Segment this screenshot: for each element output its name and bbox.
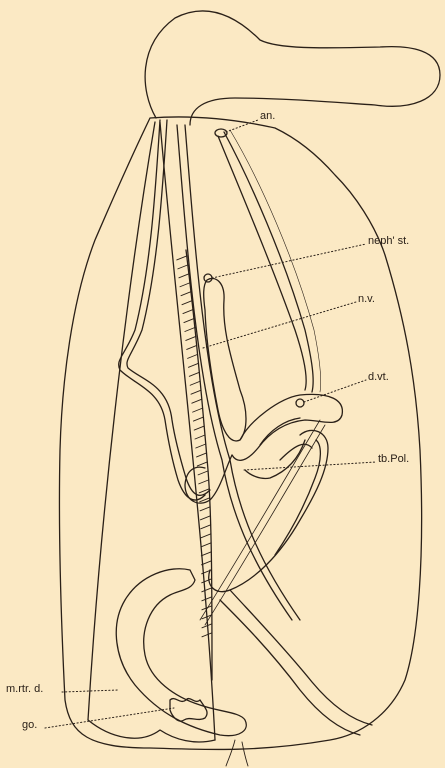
- nerve-tick: [201, 534, 211, 538]
- leader-tb-pol: [244, 462, 376, 470]
- nerve-tick: [200, 516, 210, 520]
- nerve-tick: [187, 345, 197, 349]
- leader-nv: [203, 302, 356, 348]
- rectum-outer: [218, 136, 306, 390]
- leader-lines: [45, 120, 376, 728]
- nephridium: [204, 278, 246, 441]
- nerve-tick: [202, 588, 212, 592]
- nerve-tick: [202, 633, 212, 637]
- nerve-tick: [193, 408, 203, 412]
- nerve-tick: [201, 525, 211, 529]
- retractor-strand-2: [205, 425, 325, 625]
- nerve-tick: [177, 256, 187, 260]
- label-go: go.: [22, 720, 37, 731]
- lower-loop-right: [220, 600, 360, 735]
- label-nv: n.v.: [358, 294, 375, 305]
- label-tb-pol: tb.Pol.: [378, 454, 409, 465]
- nerve-tick: [197, 453, 207, 457]
- dorsal-vessel-end: [296, 399, 304, 407]
- nerve-tick: [186, 336, 196, 340]
- nerve-tick: [195, 435, 205, 439]
- proboscis: [145, 11, 440, 125]
- nerve-tick: [193, 417, 203, 421]
- nerve-tick: [185, 327, 195, 331]
- nerve-tick: [182, 301, 192, 305]
- nerve-tick: [197, 462, 207, 466]
- retractor-strand-1: [200, 420, 320, 620]
- label-an: an.: [260, 111, 275, 122]
- nerve-tick: [202, 579, 212, 583]
- nerve-tick: [199, 480, 209, 484]
- nerve-tick: [191, 390, 201, 394]
- nerve-tick: [183, 310, 193, 314]
- nerve-tick: [201, 543, 211, 547]
- nerve-tick: [184, 319, 194, 323]
- label-neph-st: neph' st.: [368, 236, 409, 247]
- nerve-tick: [189, 372, 199, 376]
- inner-left-wall-2: [160, 122, 215, 740]
- nerve-tick: [180, 283, 190, 287]
- nerve-tick: [188, 363, 198, 367]
- lower-loop-right-2: [230, 590, 372, 725]
- leader-go: [45, 708, 174, 728]
- nerve-tick: [179, 274, 189, 278]
- nerve-tick: [188, 354, 198, 358]
- nerve-tick: [192, 399, 202, 403]
- nerve-tick: [178, 265, 188, 269]
- nerve-tick: [202, 597, 212, 601]
- nerve-tick: [201, 552, 211, 556]
- nerve-tick: [181, 292, 191, 296]
- lower-intestinal-loop: [116, 569, 246, 736]
- gut-left-inner: [177, 125, 292, 620]
- body-outline: [59, 117, 421, 750]
- anchor-strands: [226, 740, 248, 766]
- leader-neph-st: [212, 244, 366, 278]
- nerve-tick: [198, 471, 208, 475]
- polian-tube: [245, 440, 305, 478]
- intestinal-coil-3: [209, 430, 328, 591]
- nerve-tick: [196, 444, 206, 448]
- funnel-base: [88, 720, 215, 742]
- label-m-rtr-d: m.rtr. d.: [6, 684, 43, 695]
- nerve-tick: [190, 381, 200, 385]
- label-dvt: d.vt.: [368, 372, 389, 383]
- nerve-tick: [200, 507, 210, 511]
- intestinal-coil-1: [232, 394, 342, 460]
- nerve-tick: [194, 426, 204, 430]
